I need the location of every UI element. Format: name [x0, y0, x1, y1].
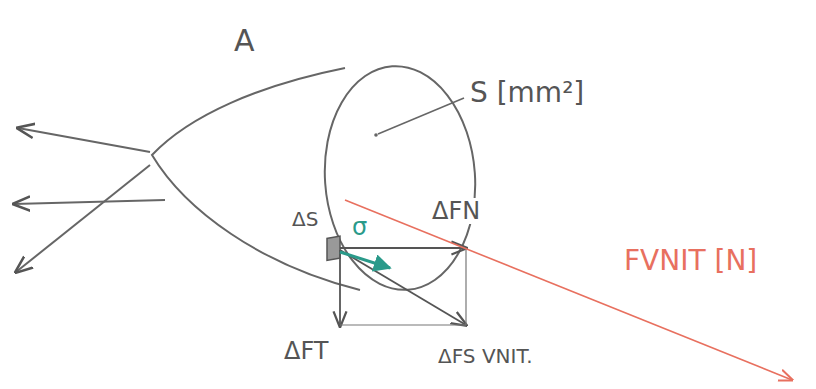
leader-line	[378, 98, 464, 134]
resultant-force-arrow	[340, 250, 466, 325]
section-name: A	[232, 24, 257, 57]
element-label: ΔS	[290, 208, 320, 230]
tangential-force-arrow	[339, 250, 341, 326]
normal-force-arrow	[340, 247, 466, 249]
force-arrow	[18, 128, 150, 152]
stress-label: σ	[350, 214, 369, 240]
body-outline	[152, 68, 360, 290]
point	[374, 133, 378, 137]
cut-section	[317, 61, 482, 295]
force-label: ΔFS VNIT.	[436, 345, 535, 367]
force-arrow	[16, 165, 150, 272]
force-label: FVNIT [N]	[622, 246, 759, 277]
construction-line	[340, 324, 466, 325]
area-element	[327, 236, 340, 260]
force-label: ΔFT	[282, 338, 330, 364]
force-label: ΔFN	[430, 198, 482, 224]
stress-arrow	[340, 252, 390, 268]
force-arrow	[14, 200, 165, 204]
internal-force-arrow	[345, 200, 792, 380]
area-label: S [mm²]	[468, 78, 586, 109]
construction-line	[465, 248, 466, 325]
